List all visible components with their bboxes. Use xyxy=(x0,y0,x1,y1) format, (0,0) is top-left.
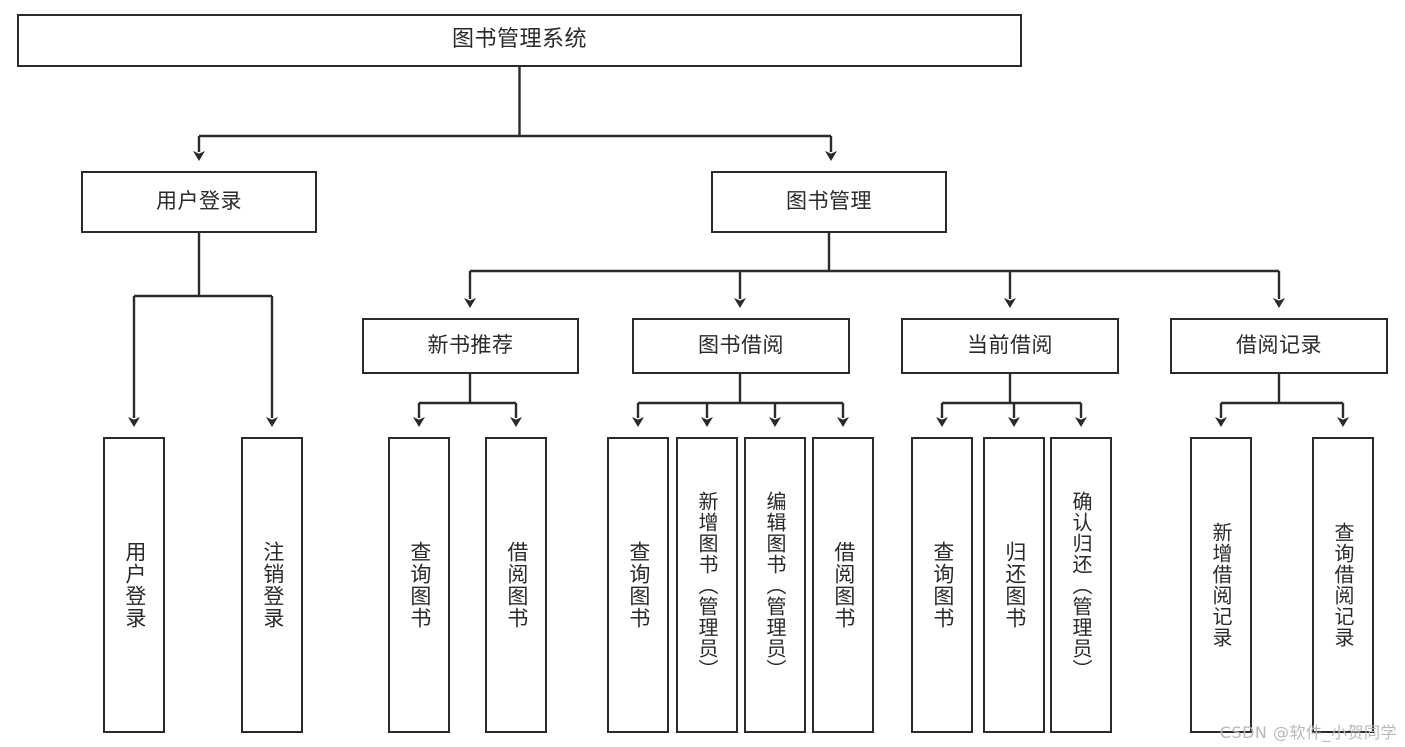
leaf-add-book-admin[interactable]: 新增图书（管理员） xyxy=(676,437,738,733)
node-book-management-label: 图书管理 xyxy=(786,189,872,214)
leaf-user-login[interactable]: 用户登录 xyxy=(103,437,165,733)
leaf-logout[interactable]: 注销登录 xyxy=(241,437,303,733)
leaf-confirm-return-admin[interactable]: 确认归还（管理员） xyxy=(1050,437,1112,733)
connector-newbook-to-leaves xyxy=(413,374,522,427)
connector-login-to-leaves xyxy=(128,233,278,427)
connector-bookmgmt-to-level3 xyxy=(464,233,1285,308)
connector-borrow-to-leaves xyxy=(632,374,849,427)
leaf-logout-label: 注销登录 xyxy=(260,541,285,629)
leaf-edit-book-admin[interactable]: 编辑图书（管理员） xyxy=(744,437,806,733)
leaf-query-borrow-record-label: 查询借阅记录 xyxy=(1331,522,1355,648)
node-book-borrow[interactable]: 图书借阅 xyxy=(632,318,850,374)
node-book-management[interactable]: 图书管理 xyxy=(711,171,947,233)
leaf-query-book-recommend[interactable]: 查询图书 xyxy=(388,437,450,733)
leaf-query-book-recommend-label: 查询图书 xyxy=(407,541,432,629)
node-root-label: 图书管理系统 xyxy=(451,27,587,53)
leaf-confirm-return-admin-label: 确认归还（管理员） xyxy=(1069,490,1093,680)
leaf-borrow-book-label: 借阅图书 xyxy=(831,541,856,629)
leaf-borrow-book-recommend-label: 借阅图书 xyxy=(504,541,529,629)
node-new-book-recommend-label: 新书推荐 xyxy=(427,333,514,358)
leaf-query-book-current[interactable]: 查询图书 xyxy=(911,437,973,733)
node-borrow-records[interactable]: 借阅记录 xyxy=(1170,318,1388,374)
leaf-add-book-admin-label: 新增图书（管理员） xyxy=(695,490,719,680)
leaf-query-borrow-record[interactable]: 查询借阅记录 xyxy=(1312,437,1374,733)
leaf-edit-book-admin-label: 编辑图书（管理员） xyxy=(763,490,787,680)
connector-root-to-level2 xyxy=(193,67,837,161)
node-user-login[interactable]: 用户登录 xyxy=(81,171,317,233)
leaf-return-book-label: 归还图书 xyxy=(1002,541,1027,629)
connector-records-to-leaves xyxy=(1215,374,1349,427)
leaf-borrow-book-recommend[interactable]: 借阅图书 xyxy=(485,437,547,733)
node-current-borrow[interactable]: 当前借阅 xyxy=(901,318,1119,374)
leaf-add-borrow-record[interactable]: 新增借阅记录 xyxy=(1190,437,1252,733)
node-new-book-recommend[interactable]: 新书推荐 xyxy=(362,318,579,374)
node-book-borrow-label: 图书借阅 xyxy=(698,333,784,358)
connector-current-to-leaves xyxy=(936,374,1087,427)
leaf-query-book-borrow-label: 查询图书 xyxy=(626,541,651,629)
leaf-user-login-label: 用户登录 xyxy=(122,541,147,629)
leaf-query-book-borrow[interactable]: 查询图书 xyxy=(607,437,669,733)
leaf-add-borrow-record-label: 新增借阅记录 xyxy=(1209,522,1233,648)
leaf-borrow-book[interactable]: 借阅图书 xyxy=(812,437,874,733)
node-user-login-label: 用户登录 xyxy=(156,189,242,214)
node-borrow-records-label: 借阅记录 xyxy=(1236,333,1322,358)
leaf-return-book[interactable]: 归还图书 xyxy=(983,437,1045,733)
leaf-query-book-current-label: 查询图书 xyxy=(930,541,955,629)
node-root[interactable]: 图书管理系统 xyxy=(17,14,1022,67)
node-current-borrow-label: 当前借阅 xyxy=(967,333,1053,358)
